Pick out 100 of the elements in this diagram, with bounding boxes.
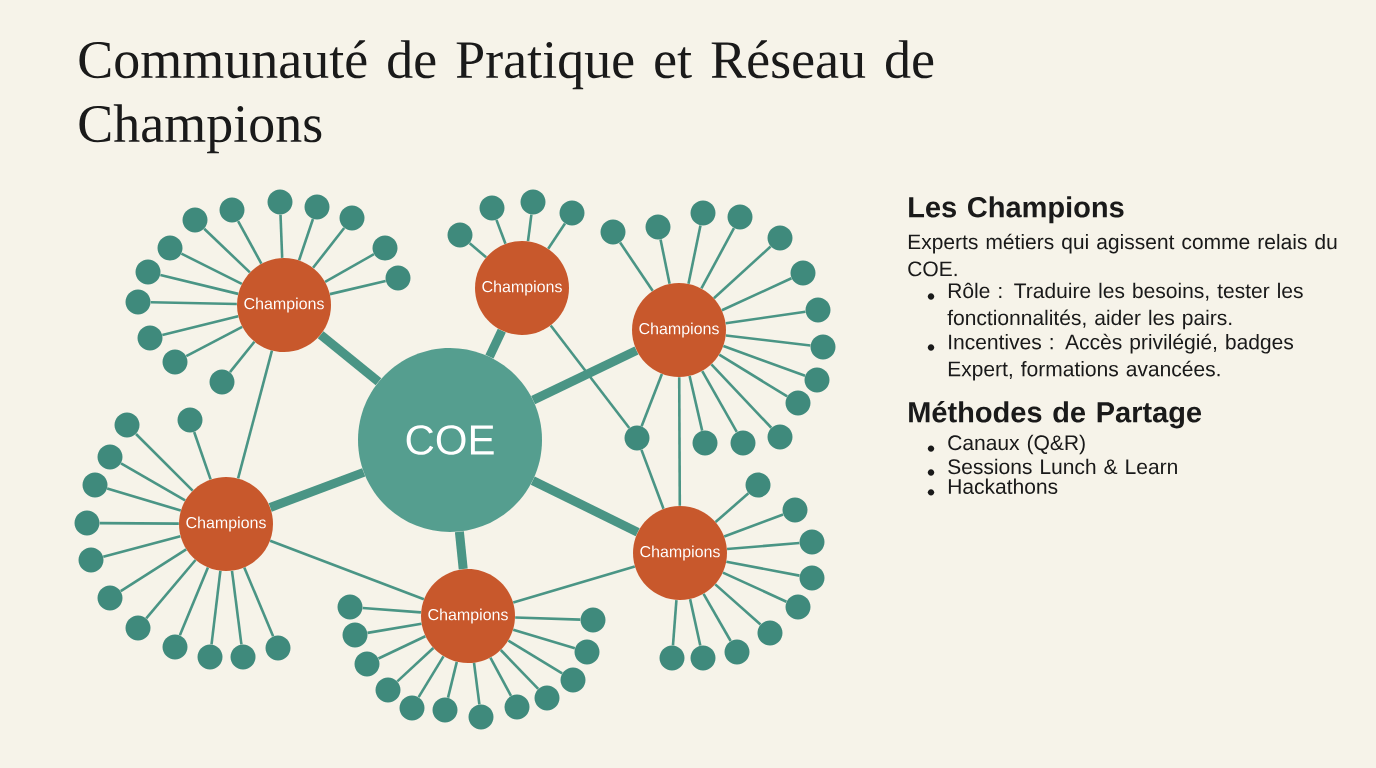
connector-line (269, 539, 425, 601)
connector-line (702, 593, 732, 642)
connector-line (547, 222, 567, 250)
member-dot (479, 195, 505, 221)
connector-line (236, 350, 274, 479)
member-dot (267, 189, 293, 215)
member-dot (810, 334, 836, 360)
member-dot (342, 622, 368, 648)
member-dot (727, 204, 753, 230)
member-dot (520, 189, 546, 215)
member-dot (790, 260, 816, 286)
section-heading: Les Champions (909, 196, 1124, 224)
member-dot (265, 635, 291, 661)
connector-line (185, 325, 243, 358)
connector-line (312, 227, 346, 269)
connector-line (329, 279, 386, 296)
connector-line (701, 370, 738, 433)
member-dot (659, 645, 685, 671)
bullet-text: Rôle : Traduire les besoins, tester les fonctionnalités, aider les pairs. (947, 282, 1303, 330)
connector-line (417, 655, 445, 698)
member-dot (447, 222, 473, 248)
member-dot (560, 667, 586, 693)
member-dot (804, 367, 830, 393)
connector-line (512, 628, 576, 650)
member-dot (74, 510, 100, 536)
connector-line (228, 340, 256, 373)
member-dot (125, 289, 151, 315)
bullet-text: Canaux (Q&R) (948, 434, 1085, 455)
connector-line (495, 219, 507, 245)
member-dot (135, 259, 161, 285)
connector-line (192, 431, 212, 480)
member-dot (785, 594, 811, 620)
connector-line (619, 241, 654, 292)
bullet-text: Incentives : Accès privilégié, badges Expert, formations avancées. (948, 333, 1294, 381)
member-dot (724, 639, 750, 665)
connector-line (549, 324, 631, 429)
connector-line (526, 214, 533, 242)
connector-line (725, 310, 806, 325)
member-dot (432, 697, 458, 723)
connector-line (180, 252, 243, 286)
connector-line (726, 560, 800, 577)
connector-line (499, 649, 540, 690)
connector-line (102, 534, 181, 558)
connector-line (203, 227, 251, 274)
connector-line (507, 639, 563, 675)
connector-line (396, 647, 435, 683)
member-dot (799, 565, 825, 591)
connector-line (713, 245, 772, 300)
connector-line (377, 635, 426, 660)
member-dot (197, 644, 223, 670)
connector-line (106, 487, 182, 512)
connector-line (243, 567, 275, 637)
member-dot (559, 200, 585, 226)
connector-line (640, 373, 664, 427)
member-dot (692, 430, 718, 456)
member-dot (209, 369, 235, 395)
member-dot (600, 219, 626, 245)
connector-line (162, 315, 239, 337)
member-dot (785, 390, 811, 416)
connector-line (725, 334, 811, 347)
member-dot (219, 197, 245, 223)
member-dot (624, 425, 650, 451)
connector-line (688, 598, 702, 646)
spoke-line (454, 531, 468, 570)
connector-line (446, 661, 459, 698)
title: Communauté de Pratique et Réseau de Champions (79, 40, 934, 154)
spoke-line (530, 476, 640, 537)
paragraph: Experts métiers qui agissent comme relais du COE. (908, 233, 1337, 277)
member-dot (162, 634, 188, 660)
member-dot (574, 639, 600, 665)
connector-line (515, 616, 581, 621)
member-dot (304, 194, 330, 220)
member-dot (805, 297, 831, 323)
connector-line (145, 559, 197, 620)
connector-line (367, 622, 422, 635)
member-dot (182, 207, 208, 233)
connector-line (723, 513, 784, 538)
member-dot (504, 694, 530, 720)
connector-line (160, 273, 239, 296)
connector-line (688, 375, 704, 431)
connector-line (718, 353, 788, 398)
member-dot (339, 205, 365, 231)
member-dot (177, 407, 203, 433)
member-dot (82, 472, 108, 498)
connector-line (722, 571, 787, 603)
connector-line (700, 227, 736, 290)
connector-line (362, 606, 422, 614)
member-dot (137, 325, 163, 351)
connector-line (150, 300, 237, 306)
member-dot (399, 695, 425, 721)
spoke-line (531, 346, 639, 405)
connector-line (120, 548, 187, 593)
bullet-text: Hackathons (948, 478, 1058, 494)
member-dot (97, 585, 123, 611)
connector-line (640, 449, 665, 510)
connector-line (671, 599, 678, 646)
connector-line (512, 565, 636, 604)
member-dot (690, 200, 716, 226)
connector-line (710, 363, 773, 429)
spoke-line (485, 328, 506, 359)
